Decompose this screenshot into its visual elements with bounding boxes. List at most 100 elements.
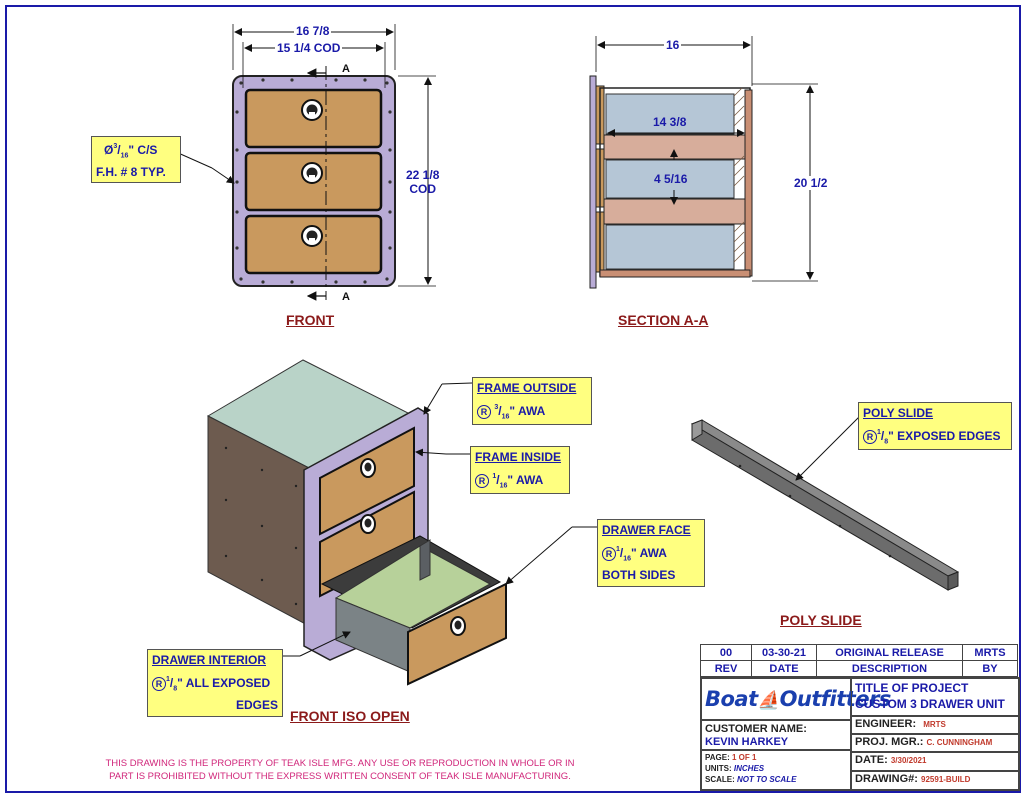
section-view-title: SECTION A-A bbox=[618, 312, 709, 328]
scale-value: NOT TO SCALE bbox=[737, 775, 797, 784]
frame-inside-num: 1 bbox=[492, 473, 497, 480]
registered-icon: R bbox=[475, 474, 489, 488]
poly-slide-part bbox=[690, 415, 960, 591]
callout-drawer-interior-title: DRAWER INTERIOR bbox=[152, 653, 266, 667]
pm-value: C. CUNNINGHAM bbox=[926, 738, 993, 747]
customer-cell: CUSTOMER NAME: KEVIN HARKEY bbox=[701, 720, 851, 750]
project-title-cell: TITLE OF PROJECT CUSTOM 3 DRAWER UNIT bbox=[851, 678, 1019, 716]
drawer-face-den: 16 bbox=[623, 555, 632, 563]
date-value: 3/30/2021 bbox=[890, 756, 927, 765]
rev-by: MRTS bbox=[962, 644, 1018, 661]
logo-cell: Boat⛵Outfitters bbox=[701, 678, 891, 720]
pm-cell: PROJ. MGR.: C. CUNNINGHAM bbox=[851, 734, 1019, 752]
drawer-interior-num: 1 bbox=[166, 676, 170, 683]
drawing-number-label: DRAWING#: bbox=[855, 773, 918, 785]
front-view-title: FRONT bbox=[286, 312, 335, 328]
project-title-label: TITLE OF PROJECT bbox=[855, 681, 969, 695]
iso-view-title: FRONT ISO OPEN bbox=[290, 708, 410, 724]
poly-slide-view-title: POLY SLIDE bbox=[780, 612, 862, 628]
callout-drawer-face-line3: BOTH SIDES bbox=[602, 568, 676, 583]
hole-note-den: 16 bbox=[120, 152, 129, 160]
poly-slide-text: " EXPOSED EDGES bbox=[888, 429, 1001, 443]
page-units-scale-cell: PAGE: 1 OF 1 UNITS: INCHES SCALE: NOT TO… bbox=[701, 750, 851, 790]
rev-header-rev: REV bbox=[700, 660, 752, 677]
customer-value: KEVIN HARKEY bbox=[705, 736, 789, 748]
drawing-number-value: 92591-BUILD bbox=[921, 775, 971, 784]
callout-frame-outside-title: FRAME OUTSIDE bbox=[477, 381, 577, 395]
dim-section-depth: 16 bbox=[664, 38, 682, 52]
date-label: DATE: bbox=[855, 754, 888, 766]
logo-right: Outfitters bbox=[779, 687, 892, 711]
drawer-face-num: 1 bbox=[616, 546, 620, 553]
rev-header-description: DESCRIPTION bbox=[816, 660, 963, 677]
customer-label: CUSTOMER NAME: bbox=[705, 723, 807, 735]
rev-date: 03-30-21 bbox=[751, 644, 817, 661]
revision-row: 00 03-30-21 ORIGINAL RELEASE MRTS bbox=[700, 644, 1018, 661]
drawer-interior-text: " ALL EXPOSED bbox=[177, 676, 271, 690]
frame-inside-den: 16 bbox=[499, 482, 508, 490]
registered-icon: R bbox=[152, 677, 166, 691]
dim-front-height: 22 1/8 COD bbox=[404, 168, 441, 196]
rev-header-by: BY bbox=[962, 660, 1018, 677]
rev-header-date: DATE bbox=[751, 660, 817, 677]
hole-note-callout: Ø3/16" C/S F.H. # 8 TYP. bbox=[91, 136, 181, 184]
drawer-interior-den: 8 bbox=[173, 685, 178, 693]
units-value: INCHES bbox=[733, 764, 765, 773]
registered-icon: R bbox=[863, 430, 877, 444]
scale-label: SCALE: bbox=[705, 775, 735, 784]
section-mark-bottom: A bbox=[342, 291, 350, 303]
front-view bbox=[175, 24, 436, 301]
ownership-notice: THIS DRAWING IS THE PROPERTY OF TEAK ISL… bbox=[95, 757, 585, 783]
units-label: UNITS: bbox=[705, 764, 732, 773]
callout-poly-slide-title: POLY SLIDE bbox=[863, 406, 934, 420]
dim-front-cod-width: 15 1/4 COD bbox=[275, 41, 343, 55]
engineer-value: MRTS bbox=[923, 720, 946, 729]
section-view bbox=[589, 36, 818, 289]
rev-description: ORIGINAL RELEASE bbox=[816, 644, 963, 661]
iso-view bbox=[206, 359, 598, 686]
dim-section-inner-width: 14 3/8 bbox=[653, 115, 687, 129]
logo-left: Boat bbox=[705, 687, 758, 711]
section-mark-top: A bbox=[342, 63, 350, 75]
sailboat-icon: ⛵ bbox=[757, 690, 780, 711]
dim-section-overall-height: 20 1/2 bbox=[792, 176, 830, 190]
drawing-number-cell: DRAWING#: 92591-BUILD bbox=[851, 771, 1019, 790]
project-title-value: CUSTOM 3 DRAWER UNIT bbox=[855, 697, 1005, 711]
pm-label: PROJ. MGR.: bbox=[855, 736, 924, 748]
callout-frame-outside: FRAME OUTSIDE R 3/16" AWA bbox=[472, 377, 592, 425]
hole-note-prefix: Ø bbox=[104, 143, 114, 157]
hole-note-line2: F.H. # 8 TYP. bbox=[96, 165, 166, 180]
dim-section-drawer-height: 4 5/16 bbox=[654, 172, 688, 186]
dim-front-outer-width: 16 7/8 bbox=[294, 24, 332, 38]
frame-outside-den: 16 bbox=[501, 413, 510, 421]
callout-drawer-face-title: DRAWER FACE bbox=[602, 523, 691, 537]
boat-outfitters-logo: Boat⛵Outfitters bbox=[705, 687, 891, 711]
callout-frame-inside: FRAME INSIDE R 1/16" AWA bbox=[470, 446, 570, 494]
date-cell: DATE: 3/30/2021 bbox=[851, 752, 1019, 771]
page-label: PAGE: bbox=[705, 753, 730, 762]
poly-slide-den: 8 bbox=[884, 438, 889, 446]
page-value: 1 OF 1 bbox=[731, 753, 757, 762]
registered-icon: R bbox=[477, 405, 491, 419]
dim-front-height-value: 22 1/8 bbox=[406, 168, 440, 182]
poly-slide-num: 1 bbox=[877, 429, 881, 436]
ownership-notice-line2: PART IS PROHIBITED WITHOUT THE EXPRESS W… bbox=[109, 771, 571, 782]
frame-outside-text: " AWA bbox=[509, 404, 546, 418]
engineer-label: ENGINEER: bbox=[855, 718, 917, 730]
rev-number: 00 bbox=[700, 644, 752, 661]
ownership-notice-line1: THIS DRAWING IS THE PROPERTY OF TEAK ISL… bbox=[105, 758, 575, 769]
frame-outside-num: 3 bbox=[494, 404, 499, 411]
revision-table: 00 03-30-21 ORIGINAL RELEASE MRTS REV DA… bbox=[700, 644, 1018, 677]
drawer-face-text: " AWA bbox=[631, 546, 667, 560]
front-pull-handles bbox=[301, 99, 323, 247]
callout-drawer-interior-line3: EDGES bbox=[235, 698, 278, 713]
title-block: Boat⛵Outfitters CUSTOMER NAME: KEVIN HAR… bbox=[700, 677, 1020, 791]
revision-header-row: REV DATE DESCRIPTION BY bbox=[700, 660, 1018, 677]
frame-inside-text: " AWA bbox=[507, 473, 544, 487]
hole-note-num: 3 bbox=[113, 143, 118, 150]
